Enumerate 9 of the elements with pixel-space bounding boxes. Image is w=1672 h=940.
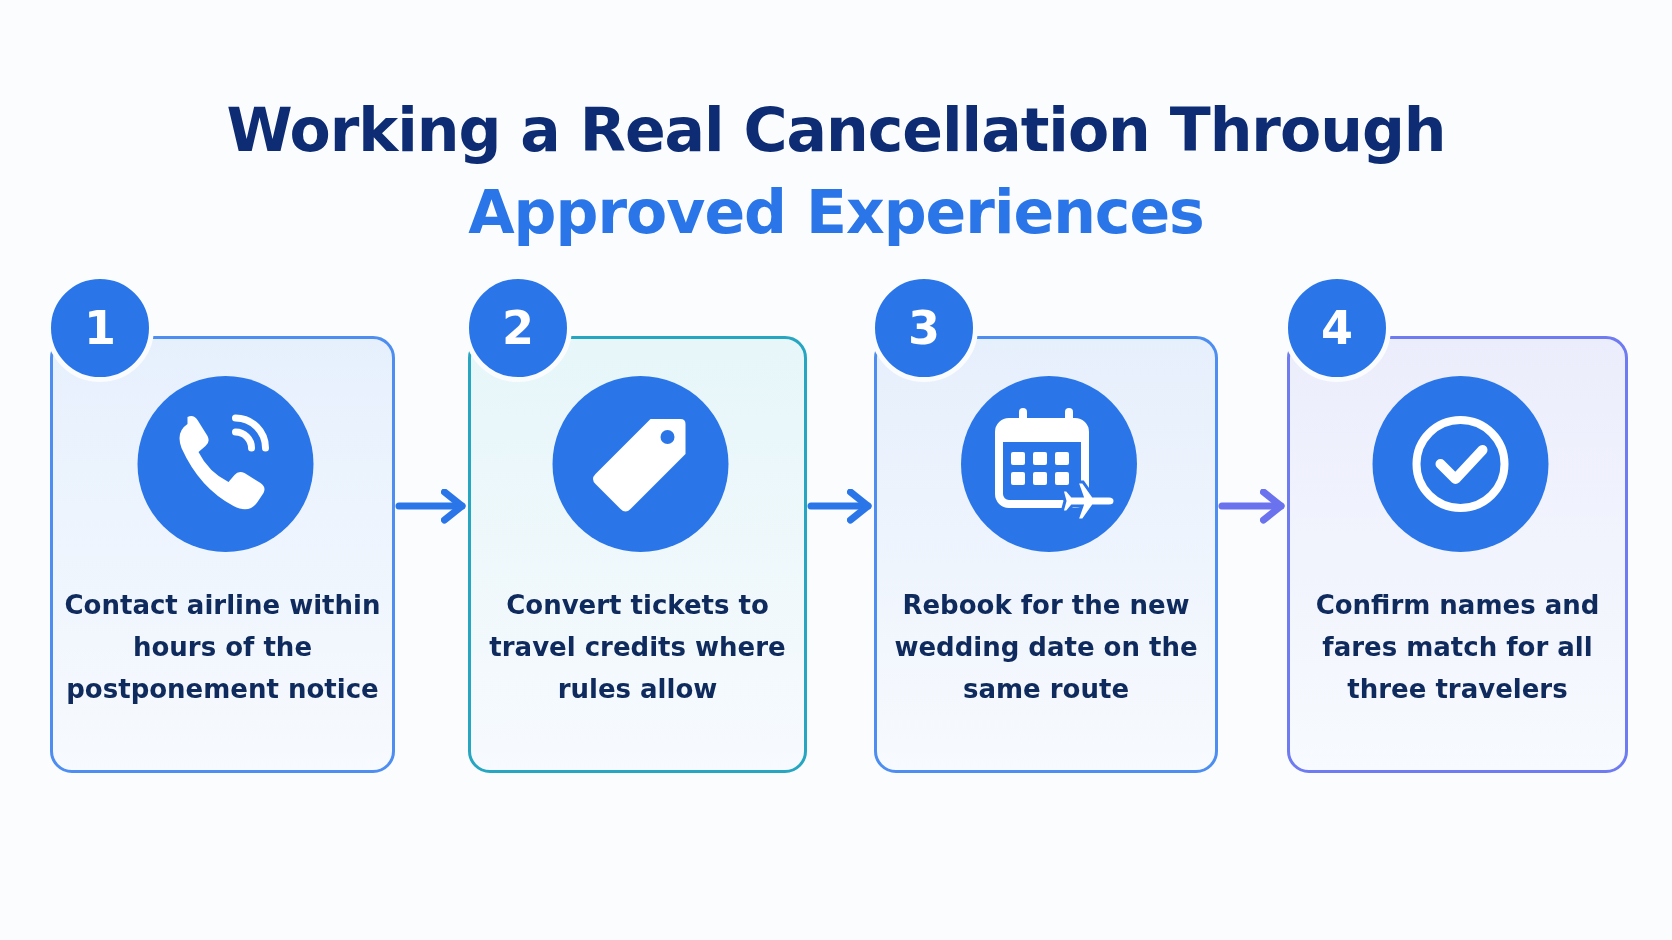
arrow (807, 488, 872, 524)
title: Working a Real Cancellation Through (225, 95, 1447, 165)
subtitle: Approved Experiences (467, 177, 1205, 247)
step-text: Confirm names and fares match for all three travelers (1314, 589, 1601, 706)
step-text: Rebook for the new wedding date on the same route (893, 589, 1199, 706)
arrow (395, 488, 466, 524)
step-text: Convert tickets to travel credits where rules allow (488, 589, 787, 706)
arrow (1218, 488, 1285, 524)
step-text: Contact airline within hours of the postponement notice (63, 589, 382, 706)
